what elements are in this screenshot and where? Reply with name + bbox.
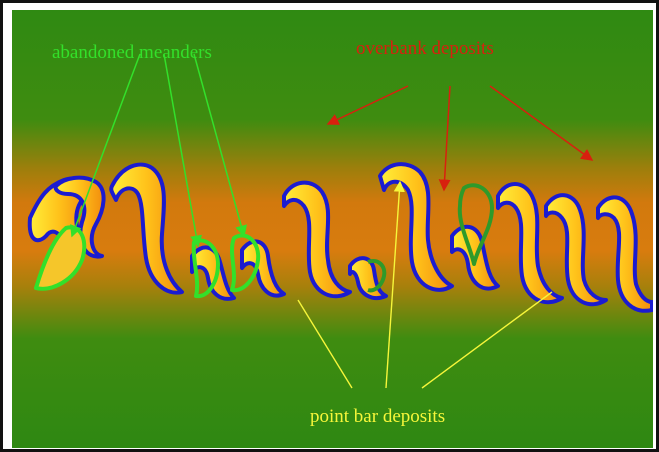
point-bar: [544, 193, 608, 307]
abandoned-meander: [191, 238, 220, 299]
abandoned-meander: [367, 259, 387, 293]
overbank-arrows: [326, 85, 594, 192]
annotation-arrow: [193, 53, 248, 238]
overbank-deposits-label: overbank deposits: [356, 38, 494, 59]
annotation-arrow: [70, 53, 141, 238]
annotation-arrow: [489, 85, 594, 161]
abandoned-meander-arrows: [70, 53, 248, 248]
abandoned-meander: [230, 233, 261, 293]
point-bar-deposits-label: point bar deposits: [310, 406, 446, 427]
annotation-arrow: [385, 180, 405, 389]
abandoned-meander: [34, 225, 87, 291]
point-bar: [240, 239, 286, 298]
abandoned-meander: [457, 183, 494, 266]
point-bar: [596, 195, 653, 313]
point-bar: [378, 162, 454, 292]
floodplain-background: [12, 10, 653, 448]
point-bar: [496, 182, 564, 305]
annotation-arrow: [326, 85, 409, 125]
meander-belt-illustration: [12, 10, 653, 448]
point-bar: [282, 180, 352, 299]
leader-line: [297, 299, 353, 389]
point-bar: [53, 175, 106, 259]
abandoned-meanders: [34, 183, 494, 299]
point-bar: [109, 162, 184, 295]
abandoned-meanders-label: abandoned meanders: [52, 42, 212, 63]
point-bars: [27, 162, 653, 313]
annotation-arrow: [163, 53, 203, 248]
meander-belt-diagram: abandoned meanders overbank deposits poi…: [12, 10, 653, 448]
annotation-arrow: [438, 85, 451, 192]
leader-line: [421, 291, 553, 389]
point-bar-leaders: [297, 180, 553, 389]
